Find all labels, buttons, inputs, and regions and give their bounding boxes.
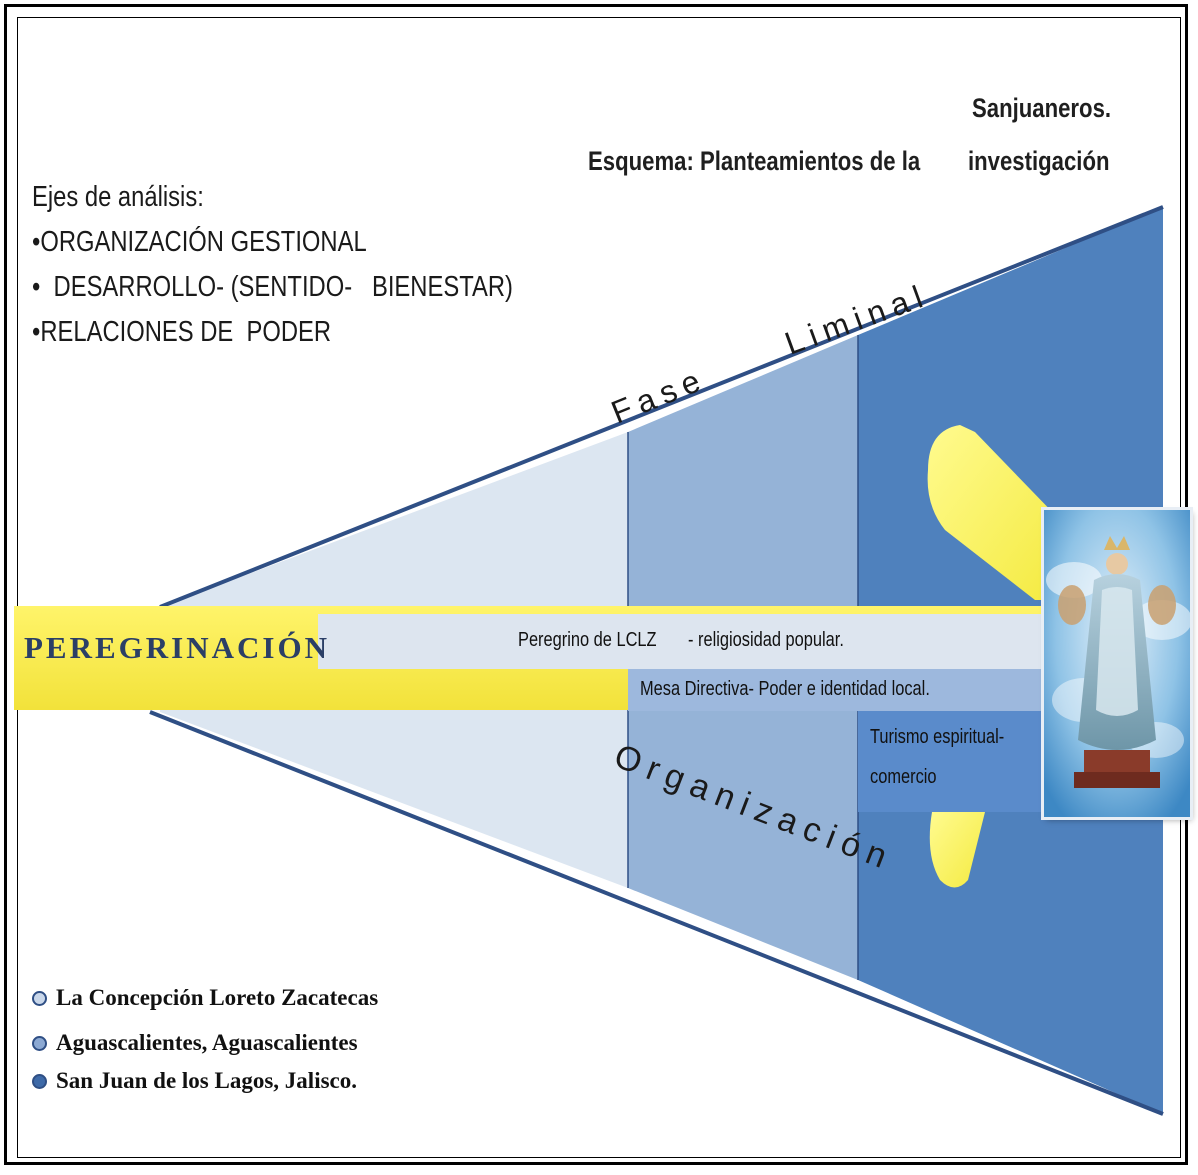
legend-dot-icon: [32, 1073, 47, 1089]
light-beam-bottom: [929, 812, 985, 888]
title-line2-right: investigación: [968, 146, 1110, 176]
bar-religiosidad: [318, 614, 1044, 669]
legend-dot-icon: [32, 990, 47, 1006]
legend-item-aguascalientes: Aguascalientes, Aguascalientes: [32, 1025, 358, 1061]
bar-mesa-directiva: [628, 669, 1044, 711]
virgin-of-san-juan-image: [1044, 510, 1190, 817]
legend-item-san-juan: San Juan de los Lagos, Jalisco.: [32, 1063, 357, 1099]
bar-turismo: [858, 711, 1044, 812]
analysis-axis-item: • DESARROLLO- (SENTIDO- BIENESTAR): [32, 271, 513, 303]
legend-label: La Concepción Loreto Zacatecas: [56, 985, 379, 1010]
peregrinacion-label: PEREGRINACIÓN: [24, 630, 330, 665]
analysis-axes-block: Ejes de análisis: •ORGANIZACIÓN GESTIONA…: [32, 175, 513, 355]
legend-item-concepcion: La Concepción Loreto Zacatecas: [32, 980, 378, 1016]
legend-label: Aguascalientes, Aguascalientes: [56, 1030, 358, 1055]
bar-text-turismo-1: Turismo espiritual-: [870, 726, 1005, 748]
analysis-axis-item: •RELACIONES DE PODER: [32, 316, 332, 348]
legend-dot-icon: [32, 1035, 47, 1051]
cone-top-edge: [159, 205, 1164, 609]
analysis-axis-item: •ORGANIZACIÓN GESTIONAL: [32, 226, 367, 258]
bar-text-religiosidad: - religiosidad popular.: [688, 629, 844, 651]
bar-text-mesa-directiva: Mesa Directiva- Poder e identidad local.: [640, 678, 930, 700]
title-line1-right: Sanjuaneros.: [972, 93, 1112, 123]
bar-text-peregrino: Peregrino de LCLZ: [518, 629, 657, 651]
virgin-image-drawing: [1044, 510, 1190, 817]
analysis-axes-heading: Ejes de análisis:: [32, 181, 204, 213]
cone-bottom-edge: [149, 710, 1164, 1116]
legend-label: San Juan de los Lagos, Jalisco.: [56, 1068, 357, 1093]
bar-text-turismo-2: comercio: [870, 766, 937, 788]
light-beam-top: [927, 425, 1060, 600]
title-line2-left: Esquema: Planteamientos de la: [588, 146, 921, 176]
